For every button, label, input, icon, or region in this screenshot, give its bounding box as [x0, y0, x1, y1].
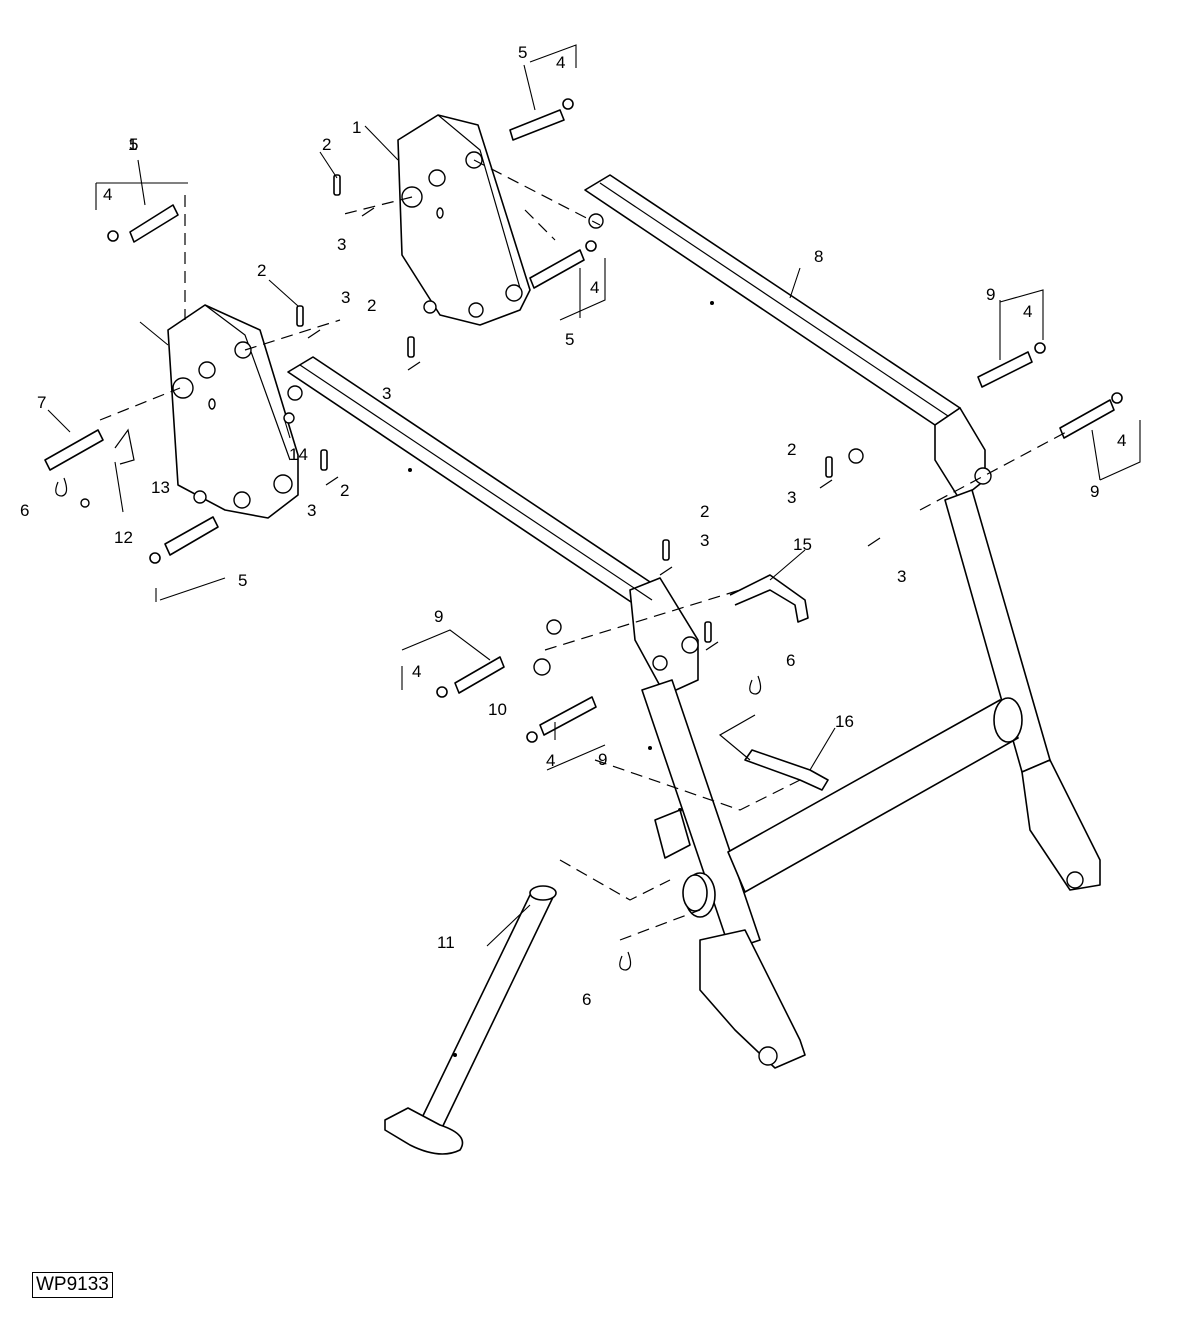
pin-15: [729, 574, 809, 623]
callout-label: 3: [897, 567, 906, 586]
pin-5-upper-left: [129, 204, 179, 243]
callout-label: 9: [434, 607, 443, 626]
callout-label: 2: [700, 502, 709, 521]
callout-label: 4: [103, 185, 112, 204]
callout-label: 3: [307, 501, 316, 520]
grease-fitting: [526, 731, 538, 743]
callout-label: 13: [151, 478, 170, 497]
parking-stand: [384, 885, 557, 1155]
callout-label: 2: [787, 440, 796, 459]
callout-label: 5: [518, 43, 527, 62]
hair-pin: [619, 951, 632, 971]
pin-5-mid-right: [529, 249, 585, 289]
callout-label: 15: [793, 535, 812, 554]
pin-5-upper-right: [509, 109, 565, 141]
grease-fitting: [585, 240, 597, 252]
bushing: [848, 448, 864, 464]
pin-7: [44, 429, 104, 471]
grease-fitting: [562, 98, 574, 110]
callout-label: 1: [128, 135, 137, 154]
callout-label: 3: [787, 488, 796, 507]
stand-pocket: [654, 809, 691, 859]
grease-fitting: [436, 686, 448, 698]
leader-lines: [47, 44, 1141, 947]
grease-fitting: [1034, 342, 1046, 354]
hair-pin: [749, 675, 762, 695]
left-mounting-bracket: [167, 304, 299, 519]
assembly-lines: [99, 159, 1071, 941]
callout-label: 4: [556, 53, 565, 72]
cotter-pin: [325, 476, 339, 486]
pin-9-left: [454, 656, 505, 694]
callout-label: 16: [835, 712, 854, 731]
callout-label: 12: [114, 528, 133, 547]
callout-label: 6: [786, 651, 795, 670]
pin-9-right: [1059, 399, 1115, 439]
right-loader-arm: [584, 174, 1101, 891]
roll-pin: [704, 621, 712, 643]
pins: [44, 109, 1115, 912]
cotter-pin: [307, 329, 321, 339]
bolt: [80, 498, 90, 508]
callout-label: 8: [814, 247, 823, 266]
cotter-pin: [659, 566, 673, 576]
pin-5-lower-left: [164, 516, 219, 556]
callout-label: 2: [367, 296, 376, 315]
callout-label: 2: [340, 481, 349, 500]
pin-16: [744, 749, 829, 791]
callout-label: 9: [1090, 482, 1099, 501]
grease-fitting: [1111, 392, 1123, 404]
bushing: [533, 658, 551, 676]
callout-label: 3: [341, 288, 350, 307]
cotter-pin: [867, 537, 881, 547]
pin-16-handle: [718, 714, 756, 761]
callout-label: 6: [582, 990, 591, 1009]
callout-label: 3: [700, 531, 709, 550]
roll-pin: [407, 336, 415, 358]
hardware: [55, 98, 1123, 971]
callout-label: 4: [590, 278, 599, 297]
pin-9-upper-right: [977, 351, 1033, 388]
hair-pin: [55, 477, 68, 497]
roll-pin: [825, 456, 833, 478]
callout-label: 4: [1117, 431, 1126, 450]
callout-label: 7: [37, 393, 46, 412]
roll-pin: [662, 539, 670, 561]
grease-fitting: [149, 552, 161, 564]
cotter-pin: [819, 479, 833, 489]
pin-9-lower: [539, 696, 597, 736]
latch: [114, 428, 135, 465]
callout-label: 4: [1023, 302, 1032, 321]
callout-label: 3: [382, 384, 391, 403]
callout-label: 5: [565, 330, 574, 349]
callout-label: 10: [488, 700, 507, 719]
callout-label: 14: [289, 445, 308, 464]
left-loader-arm: [287, 356, 806, 1069]
figure-id-label: WP9133: [32, 1272, 113, 1298]
callout-label: 5: [129, 135, 138, 154]
roll-pin: [296, 305, 304, 327]
grease-fitting: [107, 230, 119, 242]
cotter-pin: [361, 207, 375, 217]
callout-label: 5: [238, 571, 247, 590]
cotter-pin: [705, 641, 719, 651]
callout-label: 11: [437, 933, 455, 952]
right-mounting-bracket: [397, 114, 531, 326]
callout-labels: 1 1 2 2 2 2 2 2 3 3 3 3 3 3 3 4 4 4 4 4 …: [20, 43, 1126, 1009]
callout-label: 9: [598, 750, 607, 769]
cotter-pin: [407, 361, 421, 371]
callout-label: 2: [257, 261, 266, 280]
callout-label: 3: [337, 235, 346, 254]
roll-pin: [333, 174, 341, 196]
callout-label: 2: [322, 135, 331, 154]
callout-label: 1: [352, 118, 361, 137]
callout-label: 4: [546, 751, 555, 770]
bushing: [546, 619, 562, 635]
stand-mount: [682, 874, 708, 912]
roll-pin: [320, 449, 328, 471]
callout-label: 6: [20, 501, 29, 520]
callout-label: 9: [986, 285, 995, 304]
callout-label: 4: [412, 662, 421, 681]
